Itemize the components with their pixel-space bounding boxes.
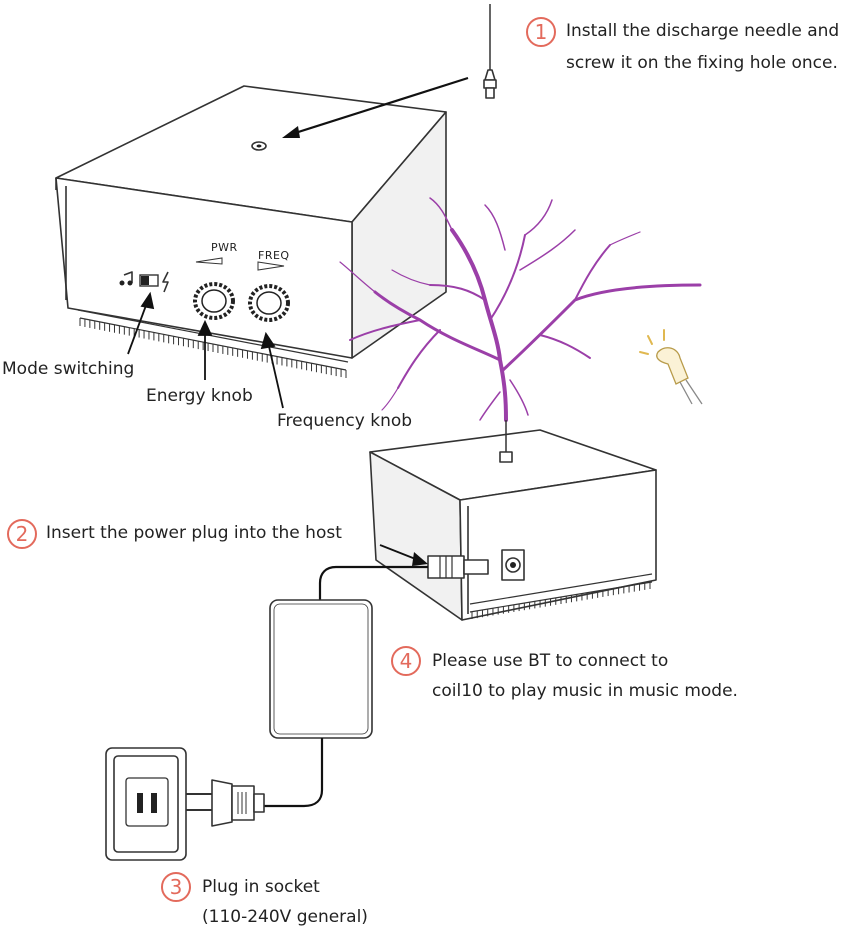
needle-icon xyxy=(483,4,497,99)
step-3-badge: 3 xyxy=(161,872,191,902)
callout-arrows xyxy=(127,291,284,409)
install-arrow xyxy=(282,76,469,138)
plug-arrow xyxy=(379,544,428,566)
step-1-line-2: screw it on the fixing hole once. xyxy=(566,53,838,73)
step-3-line-2: (110-240V general) xyxy=(202,907,368,927)
step-2-line-1: Insert the power plug into the host xyxy=(46,523,342,543)
wall-socket xyxy=(105,747,187,861)
power-adapter xyxy=(269,599,373,739)
mode-switch xyxy=(139,274,159,287)
bulb-icon xyxy=(639,329,703,405)
lightning-icon xyxy=(162,271,169,293)
tesla-coil-box-back xyxy=(369,420,657,621)
arc-spark-icon xyxy=(339,197,702,422)
pwr-label: PWR xyxy=(211,241,238,254)
step-1-line-1: Install the discharge needle and xyxy=(566,21,840,41)
step-1-badge: 1 xyxy=(526,17,556,47)
frequency-knob-label: Frequency knob xyxy=(277,411,413,431)
freq-label: FREQ xyxy=(258,249,290,262)
energy-knob xyxy=(193,257,235,320)
mode-switching-label: Mode switching xyxy=(2,359,135,379)
tesla-coil-box-front xyxy=(55,85,447,378)
step-4-badge: 4 xyxy=(391,646,421,676)
music-note-icon xyxy=(119,271,133,286)
step-3-line-1: Plug in socket xyxy=(202,877,320,897)
step-4-line-1: Please use BT to connect to xyxy=(432,651,669,671)
ac-plug xyxy=(186,779,265,827)
step-4-line-2: coil10 to play music in music mode. xyxy=(432,681,738,701)
step-2-badge: 2 xyxy=(7,519,37,549)
frequency-knob xyxy=(248,261,290,322)
dc-plug xyxy=(427,555,489,579)
energy-knob-label: Energy knob xyxy=(146,386,253,406)
